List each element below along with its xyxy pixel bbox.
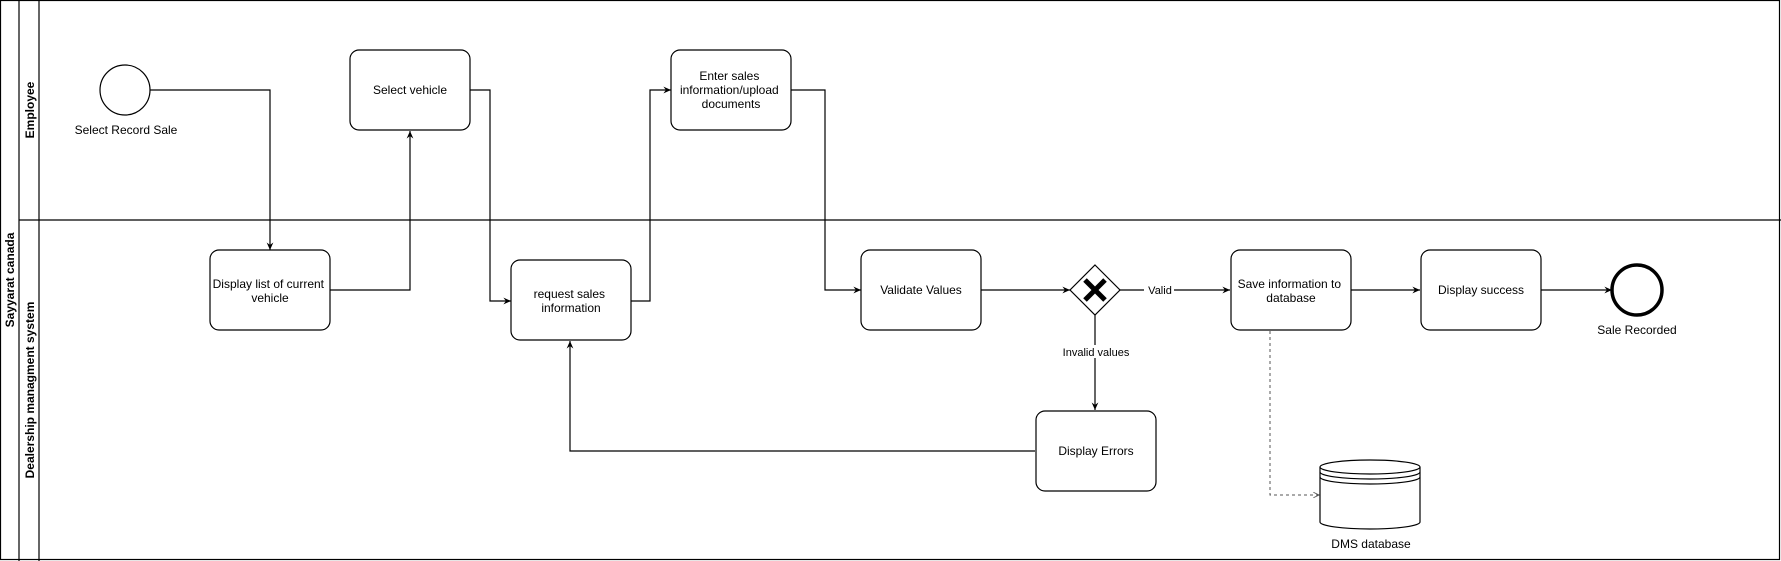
data-store[interactable]: DMS database — [1319, 459, 1421, 551]
lane-title-system: Dealership managment system — [23, 302, 37, 479]
task-label: Display list of current vehicle — [213, 277, 328, 305]
flow-display-list-to-select-vehicle — [330, 131, 414, 291]
task-box[interactable] — [1230, 249, 1352, 331]
task-label: Display Errors — [1058, 444, 1133, 458]
task-box[interactable] — [860, 249, 982, 331]
start-event[interactable] — [99, 64, 151, 116]
flow-label-invalid: Invalid values — [1063, 347, 1130, 359]
task-select-vehicle[interactable]: Select vehicle — [349, 49, 471, 131]
task-display-success[interactable]: Display success — [1420, 249, 1542, 331]
flow-start-to-display-list — [150, 89, 274, 250]
task-validate-values[interactable]: Validate Values — [860, 249, 982, 331]
task-label-line: Display success — [1438, 283, 1524, 297]
task-display-errors[interactable]: Display Errors — [1035, 410, 1157, 492]
task-box[interactable] — [209, 249, 331, 331]
sequence-flows — [150, 86, 1612, 495]
task-label-line: vehicle — [251, 291, 289, 305]
flow-request-to-enter-sales — [630, 86, 671, 302]
task-label: request sales information — [534, 287, 609, 315]
task-label-line: Display Errors — [1058, 444, 1133, 458]
task-enter-sales[interactable]: Enter sales information/upload documents — [670, 49, 792, 131]
task-label-line: Display list of current — [213, 277, 325, 291]
database-top — [1319, 459, 1421, 475]
end-event-label: Sale Recorded — [1597, 323, 1676, 337]
task-label: Save information to database — [1238, 277, 1345, 305]
invalid-label-bg — [1055, 345, 1135, 358]
data-store-label: DMS database — [1331, 537, 1411, 551]
flow-errors-to-request — [566, 341, 1035, 452]
exclusive-gateway[interactable] — [1069, 264, 1121, 316]
start-event-label: Select Record Sale — [75, 123, 178, 137]
pool-title: Sayyarat canada — [3, 232, 17, 327]
task-label-line: Select vehicle — [373, 83, 447, 97]
association-save-to-database — [1269, 331, 1319, 495]
task-label-line: Validate Values — [880, 283, 962, 297]
database-ring — [1319, 471, 1421, 480]
flow-enter-sales-to-validate — [790, 89, 861, 294]
task-label: Display success — [1438, 283, 1524, 297]
task-box[interactable] — [510, 259, 632, 341]
lane-title-employee: Employee — [23, 81, 37, 138]
task-box[interactable] — [1035, 410, 1157, 492]
gateway-x-icon — [1083, 278, 1107, 302]
task-label-line: documents — [702, 97, 761, 111]
task-label-line: request sales — [534, 287, 605, 301]
task-label-line: database — [1266, 291, 1316, 305]
end-event[interactable] — [1610, 263, 1664, 317]
flow-label-valid: Valid — [1148, 285, 1172, 297]
task-label-line: information — [541, 301, 600, 315]
task-request-sales[interactable]: request sales information — [510, 259, 632, 341]
task-label-line: Save information to — [1238, 277, 1342, 291]
task-label-line: information/upload — [680, 83, 779, 97]
database-body — [1319, 467, 1421, 530]
task-label: Validate Values — [880, 283, 962, 297]
task-label-line: Enter sales — [699, 69, 759, 83]
task-box[interactable] — [1420, 249, 1542, 331]
flow-select-vehicle-to-request — [470, 89, 511, 305]
task-label: Enter sales information/upload documents — [680, 69, 782, 111]
task-display-list[interactable]: Display list of current vehicle — [209, 249, 331, 331]
task-box[interactable] — [349, 49, 471, 131]
valid-label-bg — [1144, 284, 1174, 297]
task-save-information[interactable]: Save information to database — [1230, 249, 1352, 331]
database-ring — [1319, 476, 1421, 485]
task-box[interactable] — [670, 49, 792, 131]
task-label: Select vehicle — [373, 83, 447, 97]
